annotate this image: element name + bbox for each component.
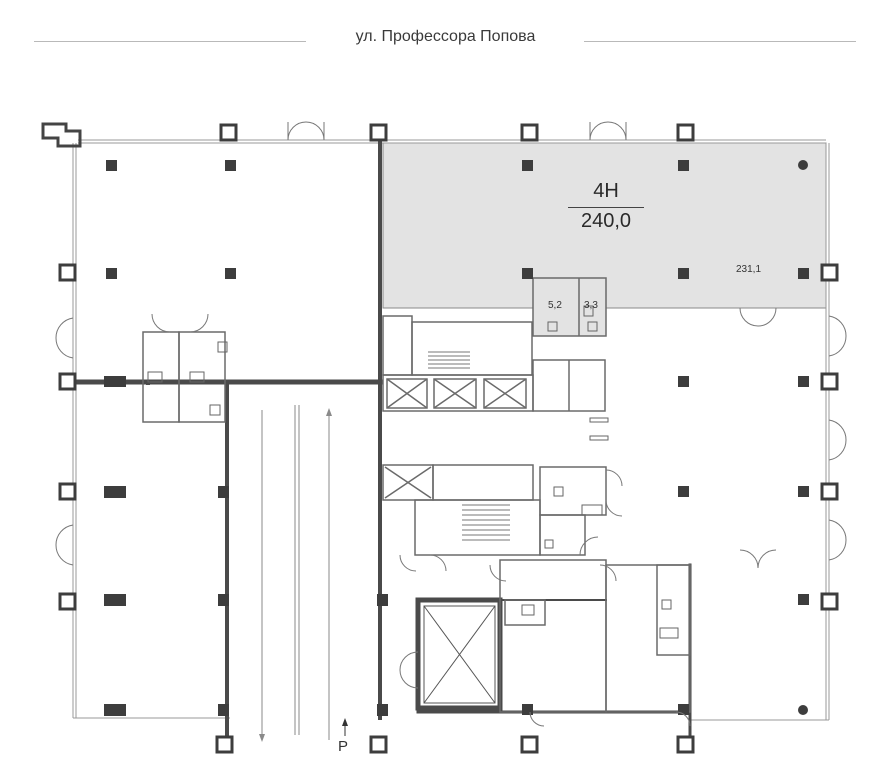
columns-perimeter [58,123,839,754]
parking-arrow-up [326,408,332,416]
inner-partitions [142,277,691,713]
street-label: ул. Профессора Попова [355,28,536,45]
doors [55,121,847,727]
main-hall-area: 231,1 [736,264,762,275]
street-line-right [584,41,856,42]
exterior-glazing [72,139,830,721]
columns-interior [104,160,809,716]
sanitary-fixtures [147,305,679,639]
unit-area: 240,0 [580,210,632,232]
unit-label-divider [568,207,644,208]
parking-arrow-down [259,734,265,742]
parking-entry-arrow [342,718,348,726]
room-a-area: 5,2 [548,300,562,311]
unit-4h-area[interactable] [382,142,827,337]
corner-column [41,122,82,148]
stairs [428,351,510,541]
street-line-left [34,41,306,42]
elevator-shaft [423,605,496,704]
parking-lanes [261,405,330,740]
room-b-area: 3,3 [584,300,598,311]
parking-label: P [338,738,349,755]
unit-name: 4Н [593,180,619,202]
